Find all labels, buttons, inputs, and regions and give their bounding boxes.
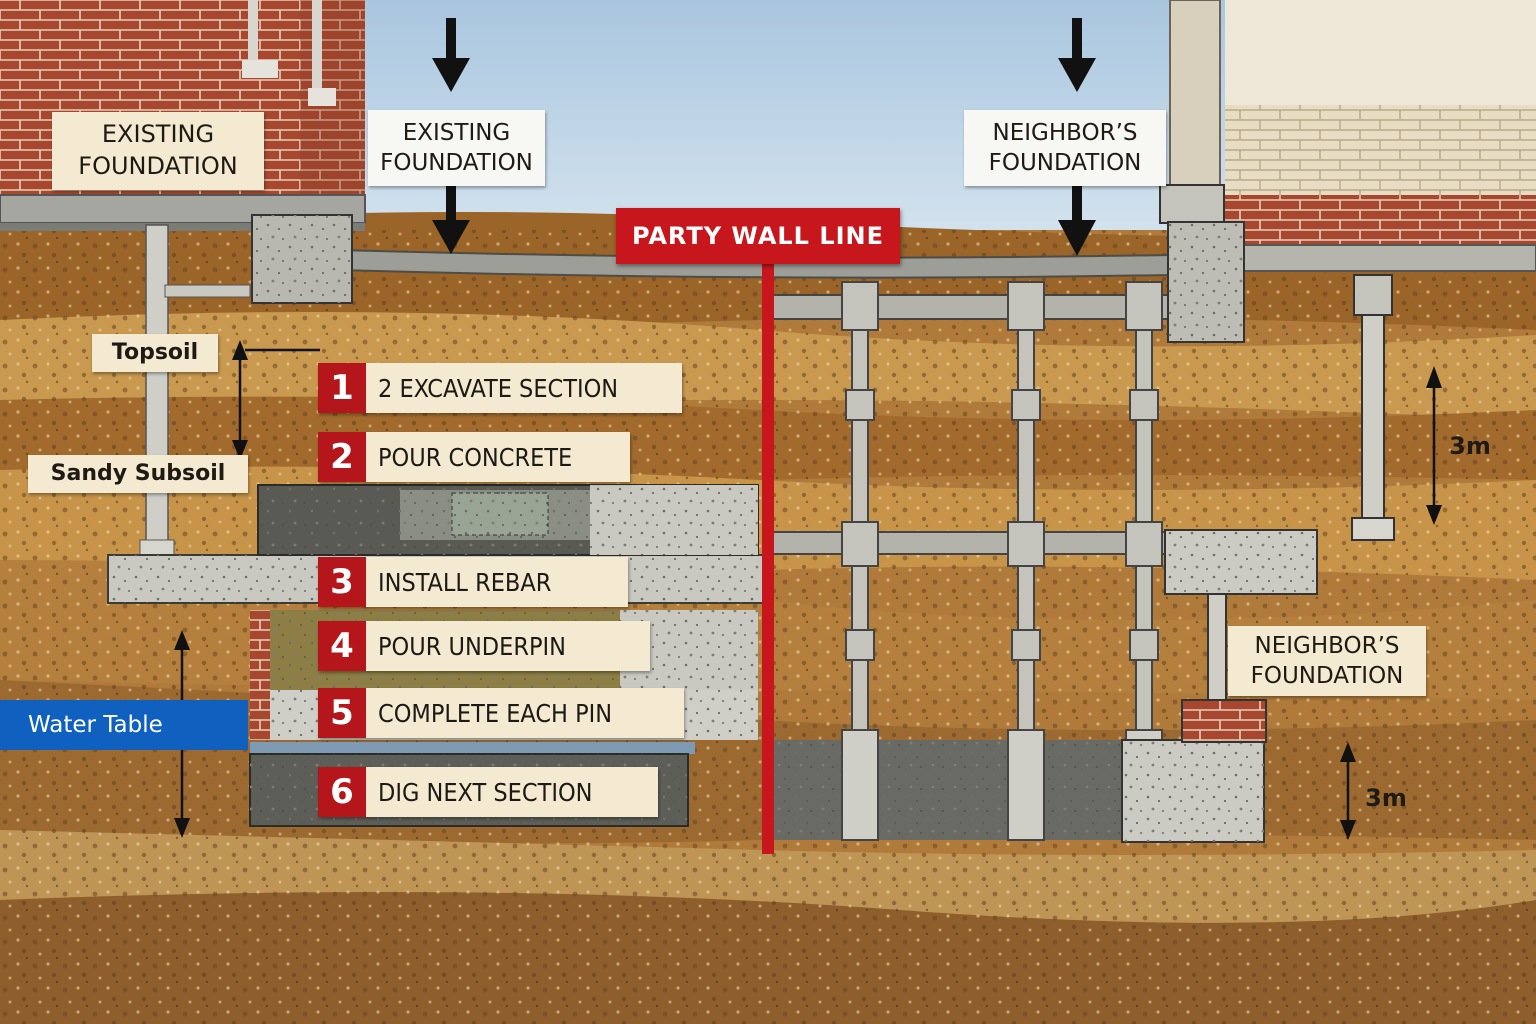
existing-foundation-label-top: EXISTING FOUNDATION [368, 110, 545, 186]
step-text: COMPLETE EACH PIN [366, 688, 684, 738]
step-3: 3 INSTALL REBAR [318, 557, 628, 607]
neighbor-foundation-column [1159, 184, 1395, 743]
step-number: 2 [318, 432, 366, 482]
step-text: INSTALL REBAR [366, 557, 628, 607]
step-number: 1 [318, 363, 366, 413]
shoring-frame [769, 281, 1265, 843]
sandy-subsoil-label: Sandy Subsoil [28, 455, 248, 493]
step-number: 6 [318, 767, 366, 817]
step-4: 4 POUR UNDERPIN [318, 621, 650, 671]
downpipe [248, 0, 258, 72]
party-wall-label: PARTY WALL LINE [616, 208, 900, 264]
step-text: POUR CONCRETE [366, 432, 630, 482]
existing-foundation-label-left: EXISTING FOUNDATION [52, 112, 264, 190]
step-number: 3 [318, 557, 366, 607]
step-5: 5 COMPLETE EACH PIN [318, 688, 684, 738]
step-6: 6 DIG NEXT SECTION [318, 767, 658, 817]
dimension-lower-label: 3m [1365, 784, 1407, 812]
topsoil-label: Topsoil [92, 334, 218, 372]
left-pipe-post [145, 224, 169, 556]
down-arrow-icon [432, 18, 470, 254]
step-number: 5 [318, 688, 366, 738]
water-table-label: Water Table [0, 700, 248, 750]
step-text: POUR UNDERPIN [366, 621, 650, 671]
party-wall-line [762, 262, 774, 854]
step-text: DIG NEXT SECTION [366, 767, 658, 817]
step-number: 4 [318, 621, 366, 671]
dimension-upper-label: 3m [1449, 432, 1491, 460]
down-arrow-icon [1058, 18, 1096, 256]
step-2: 2 POUR CONCRETE [318, 432, 630, 482]
step-text: 2 EXCAVATE SECTION [366, 363, 682, 413]
neighbor-foundation-label-right: NEIGHBOR’S FOUNDATION [1228, 626, 1426, 696]
step-1: 1 2 EXCAVATE SECTION [318, 363, 682, 413]
neighbor-foundation-label-top: NEIGHBOR’S FOUNDATION [964, 110, 1166, 186]
